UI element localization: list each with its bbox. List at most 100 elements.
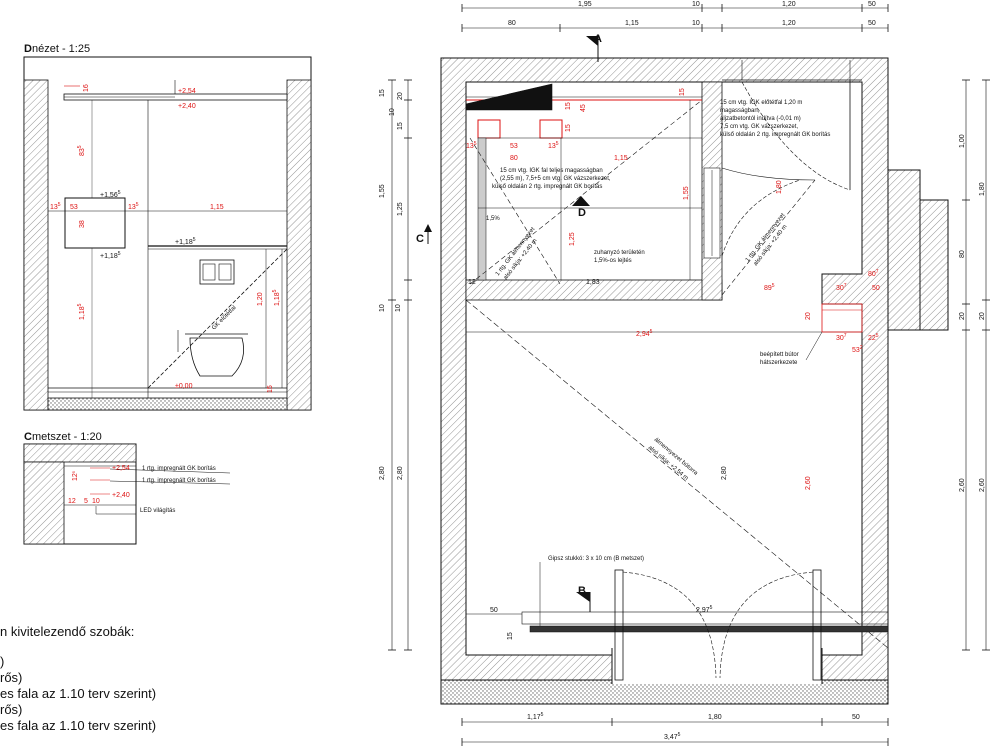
c-note-led: LED világítás xyxy=(140,508,175,514)
d-dim-115: 1,15 xyxy=(210,204,224,211)
red-30b: 307 xyxy=(836,333,847,342)
outer-walls xyxy=(440,57,949,681)
gk-wall-label: GK előtétfal xyxy=(211,305,237,331)
section-b: B xyxy=(578,585,586,597)
legend-line-1: ) xyxy=(0,654,4,669)
note-ne-4: 7,5 cm vtg. GK vázszerkezet, xyxy=(720,124,798,130)
c-note-2: 1 rtg. impregnált GK borítás xyxy=(142,478,216,484)
red-15a: 15 xyxy=(679,88,686,96)
red-294: 2,945 xyxy=(636,329,653,338)
red-53b: 532 xyxy=(852,345,863,354)
d-elev-000: ±0,00 xyxy=(175,383,193,390)
c-dim-12-bot: 12 xyxy=(68,498,76,505)
c-elev-254: +2,54 xyxy=(112,465,130,472)
red-280: 2,80 xyxy=(721,466,728,480)
d-dim-16: 16 xyxy=(83,84,90,92)
d-dim-13-right: 135 xyxy=(128,202,139,211)
section-a-arrow xyxy=(586,36,598,46)
right-20a: 20 xyxy=(959,312,966,320)
d-dim-118-right: 1,185 xyxy=(272,289,281,306)
gypsum-strip xyxy=(529,625,889,633)
c-elev-240: +2,40 xyxy=(112,492,130,499)
top-dim-120b: 1,20 xyxy=(782,20,796,27)
door-right-leaf xyxy=(812,569,822,681)
red-13a: 135 xyxy=(466,141,477,150)
c-dim-5: 5 xyxy=(84,498,88,505)
note-ne-2: magasságban, xyxy=(720,108,760,114)
note-shower-2: (2,55 m), 7,5+5 cm vtg. GK vázszerkezet, xyxy=(500,176,611,182)
top-dim-50a: 50 xyxy=(868,1,876,8)
section-c: C xyxy=(416,233,424,245)
note-shower-1: 15 cm vtg. IGK fal teljes magasságban xyxy=(500,168,603,174)
right-100: 1,00 xyxy=(959,134,966,148)
section-a: A xyxy=(594,33,602,45)
left-20: 20 xyxy=(397,92,404,100)
d-view-floor xyxy=(47,397,288,411)
red-50: 50 xyxy=(872,285,880,292)
flush-plate xyxy=(199,259,235,285)
bottom-dim-117: 1,175 xyxy=(527,712,544,721)
red-183: 1,83 xyxy=(586,279,600,286)
left-280b: 2,80 xyxy=(397,466,404,480)
d-view-left-wall xyxy=(23,79,49,411)
section-c-arrow xyxy=(424,224,432,232)
top-dim-115: 1,15 xyxy=(625,20,639,27)
left-10a: 10 xyxy=(389,108,396,116)
red-53: 53 xyxy=(510,143,518,150)
d-view-right-wall xyxy=(286,79,312,411)
red-15b: 15 xyxy=(565,102,572,110)
red-155: 1,55 xyxy=(683,186,690,200)
shower-drain xyxy=(477,137,487,281)
legend-line-4: rős) xyxy=(0,702,22,717)
d-elev-240: +2,40 xyxy=(178,103,196,110)
red-80: 80 xyxy=(510,155,518,162)
legend-line-5: es fala az 1.10 terv szerint) xyxy=(0,718,156,733)
d-view: D nézet - 1:25 GK előtétfal xyxy=(23,43,312,411)
slope-label: 1,5% xyxy=(486,216,500,222)
d-view-title: nézet - 1:25 xyxy=(32,43,90,55)
c-note-1: 1 rtg. impregnált GK borítás xyxy=(142,466,216,472)
bottom-15: 15 xyxy=(507,632,514,640)
left-10c: 10 xyxy=(395,304,402,312)
bottom-dim-347: 3,475 xyxy=(664,732,681,741)
bottom-dim-180: 1,80 xyxy=(708,714,722,721)
red-89: 895 xyxy=(764,283,775,292)
left-280a: 2,80 xyxy=(379,466,386,480)
note-shower-3: külső oldalán 2 rtg. impregnált GK borít… xyxy=(492,184,602,190)
c-slab xyxy=(23,443,137,463)
red-15c: 15 xyxy=(565,124,572,132)
red-115: 1,15 xyxy=(614,155,628,162)
bottom-dim-50: 50 xyxy=(852,714,860,721)
left-15b: 15 xyxy=(397,122,404,130)
left-125: 1,25 xyxy=(397,202,404,216)
right-20b: 20 xyxy=(979,312,986,320)
left-10b: 10 xyxy=(379,304,386,312)
d-dim-13-left: 135 xyxy=(50,202,61,211)
toilet xyxy=(189,337,245,377)
d-dim-15: 15 xyxy=(267,385,274,393)
note-ne-3: aljzatbetontól indítva (-0,01 m) xyxy=(720,116,801,122)
top-dim-120a: 1,20 xyxy=(782,1,796,8)
wall-cabinet xyxy=(64,197,126,249)
red-80b: 807 xyxy=(868,269,879,278)
red-30a: 307 xyxy=(836,283,847,292)
d-dim-118-left: 1,185 xyxy=(77,303,86,320)
left-155: 1,55 xyxy=(379,184,386,198)
d-view-title-letter: D xyxy=(24,43,32,55)
top-dim-50b: 50 xyxy=(868,20,876,27)
ramp-black xyxy=(465,83,553,111)
red-180: 1,80 xyxy=(776,180,783,194)
left-15: 15 xyxy=(379,89,386,97)
bottom-50: 50 xyxy=(490,607,498,614)
d-dim-53: 53 xyxy=(70,204,78,211)
right-260a: 2,60 xyxy=(959,478,966,492)
legend-line-3: es fala az 1.10 terv szerint) xyxy=(0,686,156,701)
top-dim-10b: 10 xyxy=(692,20,700,27)
red-12: 12 xyxy=(468,279,476,286)
section-d-arrow xyxy=(572,196,590,206)
c-wall xyxy=(23,461,65,545)
d-elev-118-top: +1,185 xyxy=(175,237,196,246)
d-dim-83: 835 xyxy=(77,145,86,156)
right-260b: 2,60 xyxy=(979,478,986,492)
